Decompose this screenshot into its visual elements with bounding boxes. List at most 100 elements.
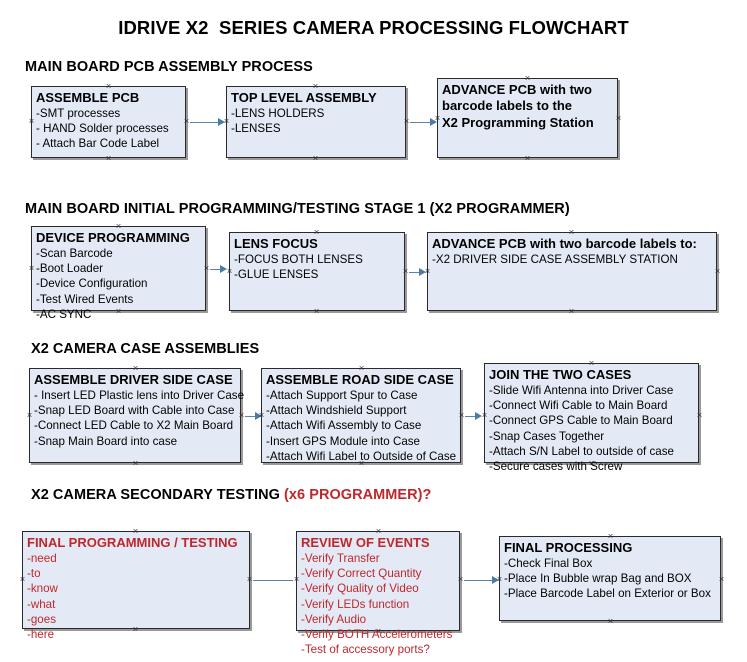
connector-arrow-icon xyxy=(475,412,482,420)
box-line: -Attach Wifi Assembly to Case xyxy=(266,419,422,433)
connector-handle-icon[interactable] xyxy=(132,365,139,372)
box-device-programming[interactable]: DEVICE PROGRAMMING -Scan Barcode -Boot L… xyxy=(31,226,206,321)
connector-handle-icon[interactable] xyxy=(105,83,112,90)
connector-handle-icon[interactable] xyxy=(203,265,210,272)
connector-handle-icon[interactable] xyxy=(223,118,230,125)
connector-handle-icon[interactable] xyxy=(115,308,122,315)
connector-handle-icon[interactable] xyxy=(403,118,410,125)
box-line: -Scan Barcode xyxy=(36,247,113,261)
connector-handle-icon[interactable] xyxy=(183,118,190,125)
connector-handle-icon[interactable] xyxy=(434,115,441,122)
connector-handle-icon[interactable] xyxy=(132,528,139,535)
connector-handle-icon[interactable] xyxy=(246,576,253,583)
box-line: -Insert GPS Module into Case xyxy=(266,434,421,448)
box-lens-focus[interactable]: LENS FOCUS -FOCUS BOTH LENSES -GLUE LENS… xyxy=(229,232,405,311)
connector-handle-icon[interactable] xyxy=(28,265,35,272)
box-title-cont: X2 Programming Station xyxy=(442,114,594,130)
connector-handle-icon[interactable] xyxy=(568,308,575,315)
connector-arrow-icon xyxy=(220,265,227,273)
connector-handle-icon[interactable] xyxy=(312,83,319,90)
connector-handle-icon[interactable] xyxy=(132,460,139,467)
connector-handle-icon[interactable] xyxy=(375,628,382,635)
connector-handle-icon[interactable] xyxy=(358,460,365,467)
connector-handle-icon[interactable] xyxy=(105,155,112,162)
box-join-the-two-cases[interactable]: JOIN THE TWO CASES -Slide Wifi Antenna i… xyxy=(484,363,699,473)
box-line: -what xyxy=(27,597,56,611)
connector-handle-icon[interactable] xyxy=(568,229,575,236)
box-title: FINAL PROGRAMMING / TESTING xyxy=(27,535,238,550)
box-advance-pcb-programming-station[interactable]: ADVANCE PCB with two barcode labels to t… xyxy=(437,78,618,158)
connector-line xyxy=(464,580,496,581)
box-line: -Verify Correct Quantity xyxy=(301,567,422,581)
connector-handle-icon[interactable] xyxy=(588,360,595,367)
connector-handle-icon[interactable] xyxy=(457,576,464,583)
connector-handle-icon[interactable] xyxy=(238,412,245,419)
connector-handle-icon[interactable] xyxy=(524,75,531,82)
section-header-1-text: MAIN BOARD PCB ASSEMBLY PROCESS xyxy=(25,59,313,75)
connector-handle-icon[interactable] xyxy=(588,460,595,467)
connector-handle-icon[interactable] xyxy=(313,229,320,236)
connector-handle-icon[interactable] xyxy=(226,268,233,275)
box-line: -GLUE LENSES xyxy=(234,268,319,282)
connector-handle-icon[interactable] xyxy=(607,618,614,625)
box-title-cont: barcode labels to the xyxy=(442,98,573,114)
connector-handle-icon[interactable] xyxy=(312,155,319,162)
connector-handle-icon[interactable] xyxy=(28,118,35,125)
box-title: JOIN THE TWO CASES xyxy=(489,367,632,382)
connector-line xyxy=(410,122,434,123)
connector-handle-icon[interactable] xyxy=(607,533,614,540)
box-title: ADVANCE PCB with two xyxy=(442,82,592,97)
box-line: -SMT processes xyxy=(36,107,121,121)
connector-handle-icon[interactable] xyxy=(402,268,409,275)
connector-handle-icon[interactable] xyxy=(481,412,488,419)
box-advance-pcb-driver-side-case[interactable]: ADVANCE PCB with two barcode labels to: … xyxy=(427,232,717,311)
connector-handle-icon[interactable] xyxy=(714,268,721,275)
connector-handle-icon[interactable] xyxy=(458,412,465,419)
box-final-programming-testing[interactable]: FINAL PROGRAMMING / TESTING -need -to -k… xyxy=(22,531,250,641)
connector-handle-icon[interactable] xyxy=(293,576,300,583)
box-line: -Place Barcode Label on Exterior or Box xyxy=(504,587,711,601)
connector-handle-icon[interactable] xyxy=(375,528,382,535)
box-line: -Verify Quality of Video xyxy=(301,582,419,596)
box-assemble-road-side-case[interactable]: ASSEMBLE ROAD SIDE CASE -Attach Support … xyxy=(261,368,461,463)
section-header-2: MAIN BOARD INITIAL PROGRAMMING/TESTING S… xyxy=(25,201,570,217)
box-title: ASSEMBLE DRIVER SIDE CASE xyxy=(34,372,233,387)
connector-handle-icon[interactable] xyxy=(258,412,265,419)
connector-handle-icon[interactable] xyxy=(424,268,431,275)
box-line: -FOCUS BOTH LENSES xyxy=(234,253,363,267)
box-line: -LENS HOLDERS xyxy=(231,107,325,121)
connector-handle-icon[interactable] xyxy=(26,412,33,419)
box-line: -here xyxy=(27,627,55,641)
box-line: -Device Configuration xyxy=(36,277,148,291)
connector-handle-icon[interactable] xyxy=(524,155,531,162)
box-line: -Test Wired Events xyxy=(36,292,134,306)
section-header-1: MAIN BOARD PCB ASSEMBLY PROCESS xyxy=(25,59,313,75)
connector-handle-icon[interactable] xyxy=(132,626,139,633)
connector-handle-icon[interactable] xyxy=(718,576,725,583)
connector-handle-icon[interactable] xyxy=(615,115,622,122)
box-final-processing[interactable]: FINAL PROCESSING -Check Final Box -Place… xyxy=(499,536,721,621)
section-header-4-text: X2 CAMERA SECONDARY TESTING xyxy=(31,487,285,503)
connector-handle-icon[interactable] xyxy=(19,576,26,583)
section-header-3: X2 CAMERA CASE ASSEMBLIES xyxy=(31,341,259,357)
box-assemble-pcb[interactable]: ASSEMBLE PCB -SMT processes - HAND Solde… xyxy=(31,86,186,158)
box-review-of-events[interactable]: REVIEW OF EVENTS -Verify Transfer -Verif… xyxy=(296,531,460,656)
section-header-4: X2 CAMERA SECONDARY TESTING (x6 PROGRAMM… xyxy=(31,487,431,503)
box-title: ADVANCE PCB with two barcode labels to: xyxy=(432,236,697,251)
box-line: -Attach S/N Label to outside of case xyxy=(489,444,674,458)
box-assemble-driver-side-case[interactable]: ASSEMBLE DRIVER SIDE CASE - Insert LED P… xyxy=(29,368,245,463)
connector-handle-icon[interactable] xyxy=(115,223,122,230)
box-title: ASSEMBLE PCB xyxy=(36,90,140,105)
connector-handle-icon[interactable] xyxy=(496,576,503,583)
section-header-3-text: X2 CAMERA CASE ASSEMBLIES xyxy=(31,341,260,357)
box-line: -Attach Support Spur to Case xyxy=(266,389,418,403)
connector-handle-icon[interactable] xyxy=(313,308,320,315)
connector-line xyxy=(245,416,259,417)
box-line: -Verify Transfer xyxy=(301,552,380,566)
connector-handle-icon[interactable] xyxy=(696,412,703,419)
box-line: - Insert LED Plastic lens into Driver Ca… xyxy=(34,389,245,403)
box-top-level-assembly[interactable]: TOP LEVEL ASSEMBLY -LENS HOLDERS -LENSES xyxy=(226,86,406,158)
connector-handle-icon[interactable] xyxy=(358,365,365,372)
box-line: -Check Final Box xyxy=(504,557,593,571)
